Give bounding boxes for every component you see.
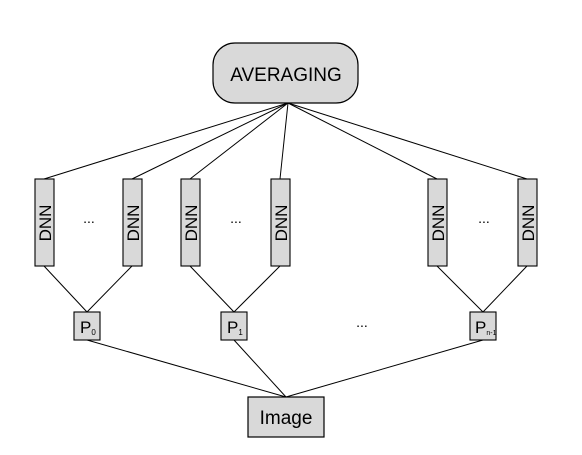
connector-avg-dnn-5 bbox=[287, 102, 438, 180]
ellipses: ... ... ... ... bbox=[83, 210, 490, 330]
dnn-box-3: DNN bbox=[180, 178, 201, 267]
connector-dnn1-p0 bbox=[43, 265, 88, 313]
connector-dnn4-p1 bbox=[233, 265, 281, 313]
dnn-label-2: DNN bbox=[124, 205, 143, 242]
connector-avg-dnn-4 bbox=[279, 102, 289, 180]
dnn-box-4: DNN bbox=[270, 178, 291, 267]
connector-dnn3-p1 bbox=[189, 265, 235, 313]
connector-dnn2-p0 bbox=[86, 265, 133, 313]
averaging-node: AVERAGING bbox=[212, 42, 359, 104]
image-node: Image bbox=[247, 396, 325, 438]
dnn-box-1: DNN bbox=[34, 178, 55, 267]
p-boxes: P0 P1 Pn-1 bbox=[73, 311, 497, 341]
svg-text:Pn-1: Pn-1 bbox=[475, 318, 497, 337]
connector-p0-image bbox=[86, 339, 287, 398]
p-box-n-1-main: P bbox=[475, 318, 486, 337]
connector-avg-dnn-3 bbox=[189, 102, 289, 180]
p-box-n-1-sub: n-1 bbox=[486, 330, 496, 337]
connector-pn1-image bbox=[285, 339, 484, 398]
dnn-label-5: DNN bbox=[429, 205, 448, 242]
ellipsis-group-3: ... bbox=[478, 210, 490, 226]
p-box-0: P0 bbox=[73, 311, 101, 341]
dnn-label-1: DNN bbox=[36, 205, 55, 242]
p-box-1: P1 bbox=[220, 311, 248, 341]
image-box bbox=[247, 396, 325, 438]
p-box-n-1: Pn-1 bbox=[469, 311, 497, 341]
connector-p1-image bbox=[233, 339, 287, 398]
connector-avg-dnn-6 bbox=[287, 102, 528, 180]
ellipsis-group-1: ... bbox=[83, 210, 95, 226]
p-box-0-main: P bbox=[80, 318, 91, 337]
image-label: Image bbox=[260, 408, 313, 429]
connector-avg-dnn-2 bbox=[131, 102, 289, 180]
connector-avg-dnn-1 bbox=[43, 102, 289, 180]
dnn-p-connectors bbox=[43, 265, 528, 313]
p-box-1-main: P bbox=[227, 318, 238, 337]
ellipsis-p-row: ... bbox=[356, 314, 368, 330]
averaging-box bbox=[212, 42, 359, 104]
ellipsis-group-2: ... bbox=[230, 210, 242, 226]
dnn-label-4: DNN bbox=[272, 205, 291, 242]
dnn-box-5: DNN bbox=[427, 178, 448, 267]
p-box-1-sub: 1 bbox=[238, 328, 243, 337]
p-box-0-sub: 0 bbox=[91, 328, 96, 337]
dnn-boxes: DNN DNN DNN DNN DNN DNN bbox=[34, 178, 538, 267]
svg-text:P1: P1 bbox=[227, 318, 243, 337]
svg-text:P0: P0 bbox=[80, 318, 96, 337]
connector-dnn6-pn1 bbox=[482, 265, 528, 313]
averaging-connectors bbox=[43, 102, 528, 180]
averaging-label: AVERAGING bbox=[230, 65, 342, 86]
dnn-label-3: DNN bbox=[182, 205, 201, 242]
dnn-label-6: DNN bbox=[519, 205, 538, 242]
dnn-box-6: DNN bbox=[517, 178, 538, 267]
connector-dnn5-pn1 bbox=[436, 265, 484, 313]
p-image-connectors bbox=[86, 339, 484, 398]
dnn-box-2: DNN bbox=[122, 178, 143, 267]
